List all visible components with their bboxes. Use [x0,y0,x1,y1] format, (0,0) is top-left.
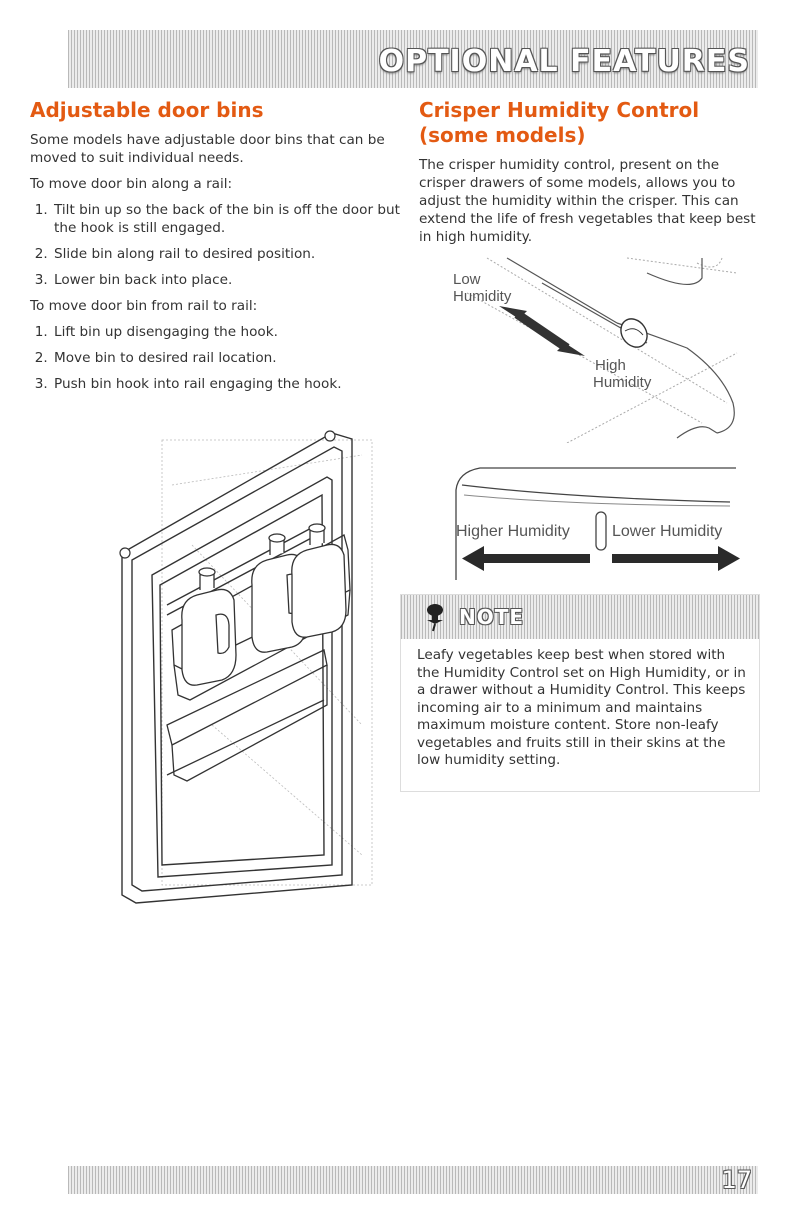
low-humidity-label-line1: Low [453,271,481,288]
milk-jug-icon [291,523,347,638]
page-number: 17 [721,1166,752,1194]
list-item: Lower bin back into place. [52,271,405,289]
rail-to-rail-lead: To move door bin from rail to rail: [30,298,258,314]
adjustable-bins-section: Adjustable door bins Some models have ad… [30,98,405,401]
milk-jug-icon [181,567,237,686]
footer-bar: 17 [68,1166,758,1194]
pushpin-icon [427,604,443,632]
humidity-knob-icon [620,318,648,348]
crisper-section: Crisper Humidity Control (some models) T… [419,98,764,254]
note-box: NOTE Leafy vegetables keep best when sto… [400,594,760,792]
list-item: Lift bin up disengaging the hook. [52,323,405,341]
low-humidity-label-line2: Humidity [453,288,512,305]
page-title: OPTIONAL FEATURES [378,44,750,79]
adjustable-bins-intro: Some models have adjustable door bins th… [30,132,385,166]
arrow-left-icon [462,546,590,571]
high-humidity-label-line1: High [595,357,626,374]
list-item: Move bin to desired rail location. [52,349,405,367]
rail-to-rail-steps: Lift bin up disengaging the hook. Move b… [30,323,405,393]
note-title: NOTE [459,605,525,629]
adjustable-bins-heading: Adjustable door bins [30,98,264,122]
crisper-body: The crisper humidity control, present on… [419,157,756,245]
list-item: Slide bin along rail to desired position… [52,245,405,263]
humidity-control-illustration: Low Humidity High Humidity [453,257,738,443]
header-bar: OPTIONAL FEATURES [68,30,758,88]
along-rail-lead: To move door bin along a rail: [30,176,233,192]
lower-humidity-label: Lower Humidity [612,523,722,540]
list-item: Tilt bin up so the back of the bin is of… [52,201,405,237]
note-body: Leafy vegetables keep best when stored w… [417,647,746,768]
arrow-right-icon [612,546,740,571]
hinge-icon [119,547,131,559]
high-humidity-label-line2: Humidity [593,374,652,391]
double-arrow-icon [499,306,585,356]
higher-humidity-label: Higher Humidity [456,523,570,540]
crisper-heading: Crisper Humidity Control (some models) [419,98,700,147]
note-header: NOTE [401,595,759,639]
along-rail-steps: Tilt bin up so the back of the bin is of… [30,201,405,289]
hinge-icon [324,430,336,442]
list-item: Push bin hook into rail engaging the hoo… [52,375,405,393]
door-bins-illustration [119,430,373,904]
humidity-slider-illustration: Higher Humidity Lower Humidity [455,467,740,580]
